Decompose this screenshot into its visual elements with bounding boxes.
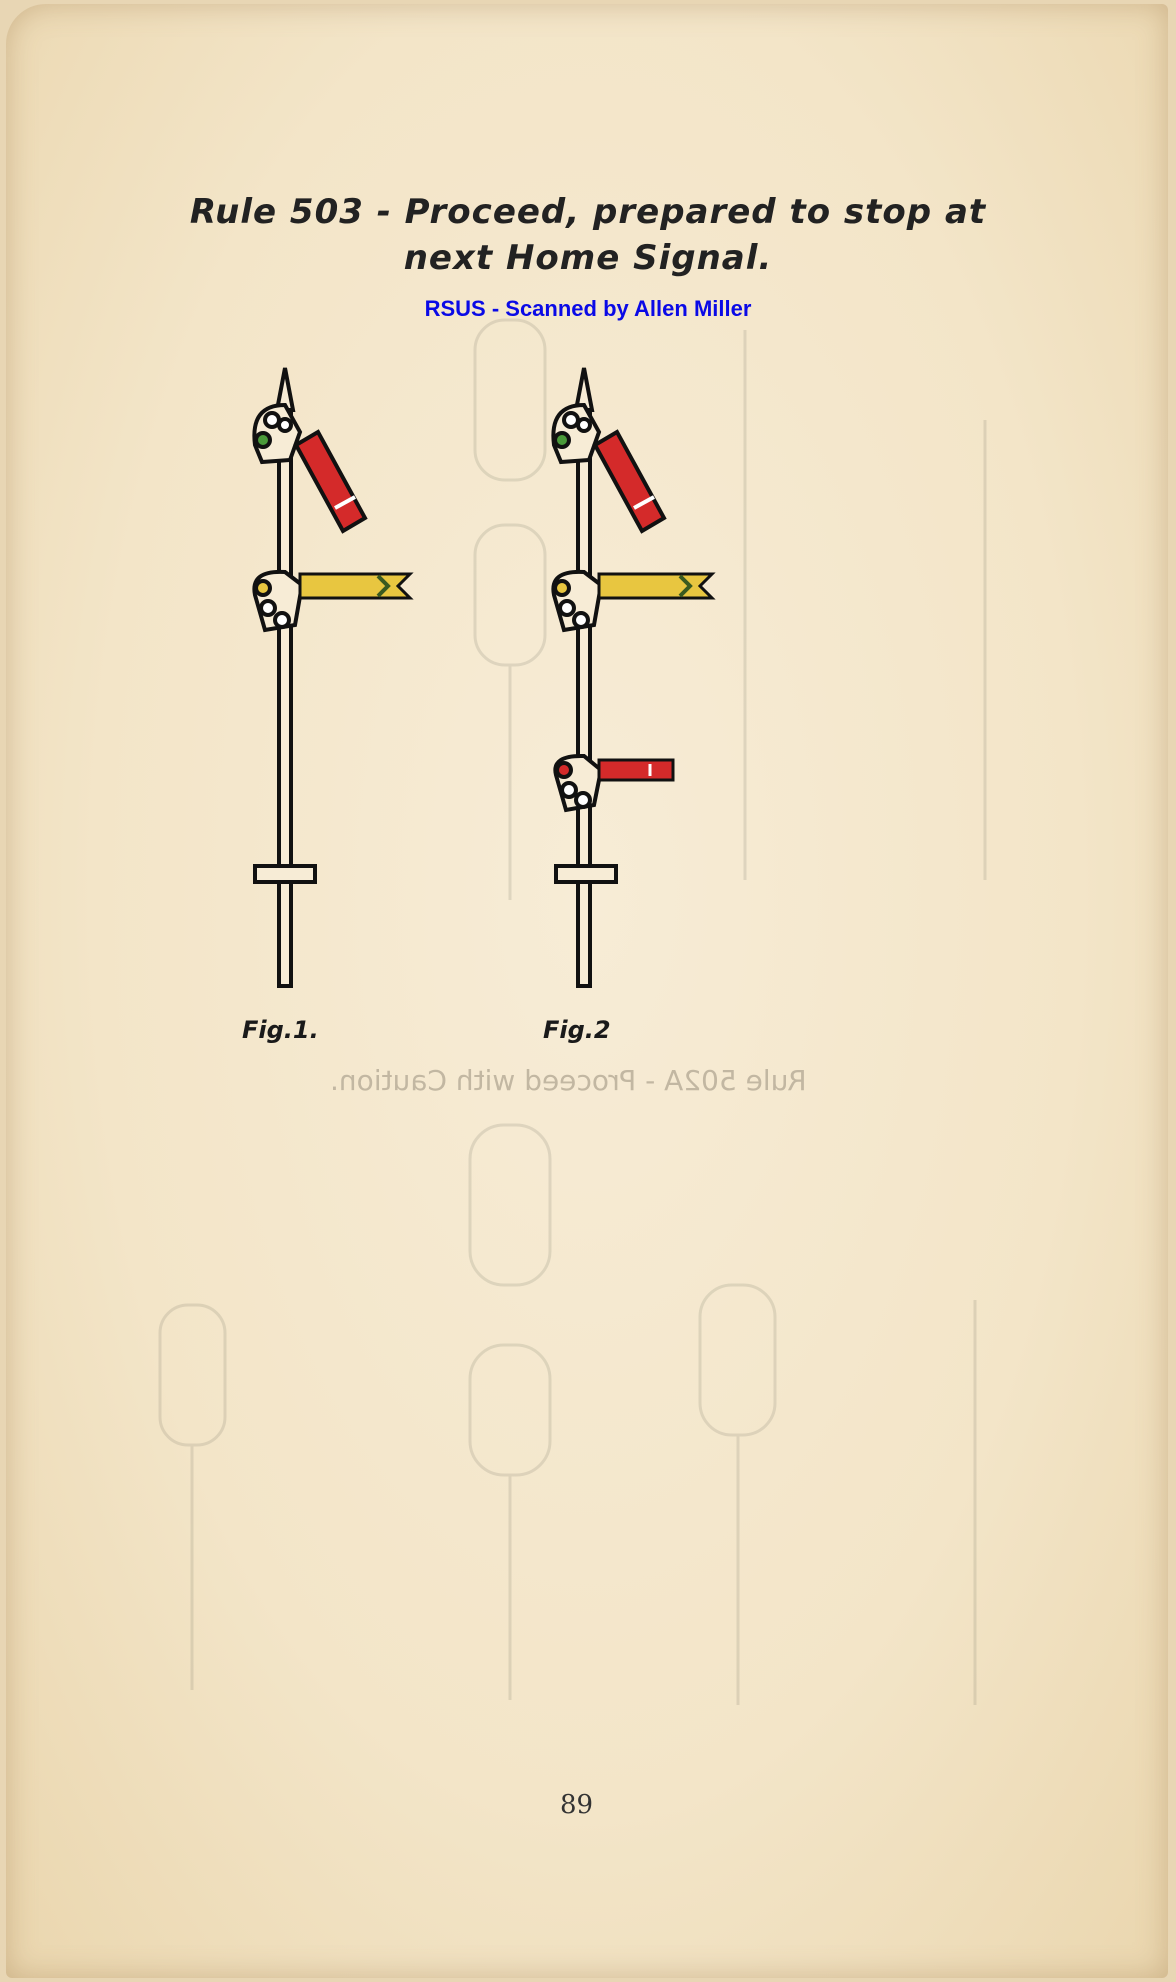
upper-spectacle bbox=[551, 402, 602, 465]
middle-spectacle bbox=[252, 569, 305, 633]
page-number: 89 bbox=[560, 1790, 594, 1820]
lower-spectacle bbox=[553, 753, 604, 813]
yellow-arm bbox=[597, 572, 716, 600]
fig1-label: Fig.1. bbox=[242, 1016, 319, 1044]
red-arm bbox=[592, 429, 667, 534]
fig2-label: Fig.2 bbox=[543, 1016, 611, 1044]
book-page bbox=[6, 4, 1168, 1978]
fig2-signal bbox=[551, 367, 716, 988]
platform bbox=[253, 864, 317, 884]
lower-red-arm bbox=[597, 758, 675, 782]
rule-title-line2: next Home Signal. bbox=[403, 238, 773, 278]
rule-title-line1: Rule 503 - Proceed, prepared to stop at bbox=[189, 192, 987, 232]
yellow-arm bbox=[298, 572, 414, 600]
middle-spectacle bbox=[551, 569, 604, 633]
pole bbox=[576, 408, 592, 988]
pole bbox=[277, 408, 293, 988]
upper-spectacle bbox=[252, 402, 303, 465]
bleed-through-figures bbox=[158, 318, 987, 1705]
red-arm bbox=[293, 429, 368, 534]
platform bbox=[554, 864, 618, 884]
fig1-signal bbox=[252, 367, 414, 988]
scan-credit: RSUS - Scanned by Allen Miller bbox=[424, 296, 752, 321]
